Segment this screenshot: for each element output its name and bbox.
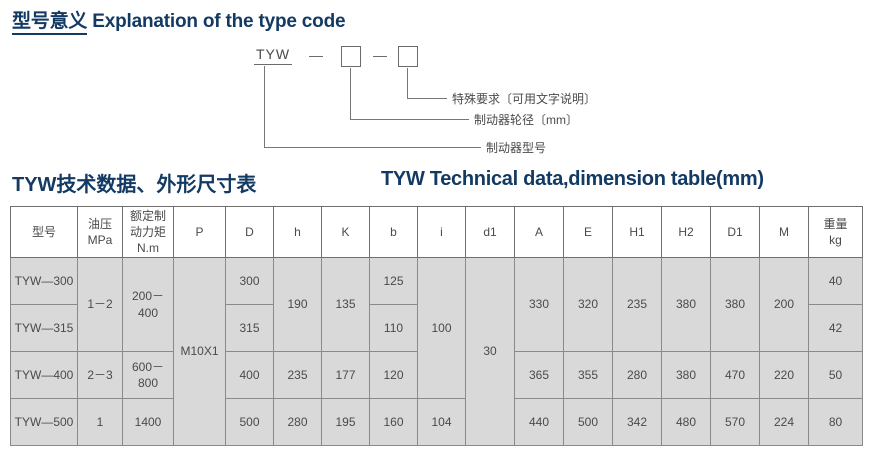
cell-model: TYW—300 bbox=[10, 257, 78, 305]
cell-h1: 235 bbox=[612, 257, 662, 352]
table-row: TYW—315 315 110 42 bbox=[10, 304, 863, 352]
cell-d1: 30 bbox=[465, 257, 515, 446]
cell-weight: 80 bbox=[808, 398, 863, 446]
code-dash-1-icon bbox=[309, 56, 323, 57]
column-header-e: E bbox=[563, 206, 613, 258]
cell-oil-pressure: 1 bbox=[77, 398, 123, 446]
cell-d1-big: 570 bbox=[710, 398, 760, 446]
column-header-h1: H1 bbox=[612, 206, 662, 258]
table-row: TYW—500 1 1400 500 280 195 160 104 440 5… bbox=[10, 398, 863, 446]
column-header-weight: 重量 kg bbox=[808, 206, 863, 258]
cell-weight: 40 bbox=[808, 257, 863, 305]
code-dash-2-icon bbox=[373, 56, 387, 57]
type-code-diagram: TYW 特殊要求〔可用文字说明〕 制动器轮径〔mm〕 制动器型号 bbox=[0, 32, 878, 162]
column-header-h: h bbox=[273, 206, 322, 258]
cell-d: 500 bbox=[225, 398, 274, 446]
table-row: TYW—300 1－2 200－400 M10X1 300 190 135 12… bbox=[10, 257, 863, 446]
column-header-m: M bbox=[759, 206, 809, 258]
cell-b: 160 bbox=[369, 398, 418, 446]
cell-d: 315 bbox=[225, 304, 274, 352]
cell-a: 440 bbox=[514, 398, 564, 446]
cell-model: TYW—315 bbox=[10, 304, 78, 352]
cell-weight: 42 bbox=[808, 304, 863, 352]
type-code-heading-en: Explanation of the type code bbox=[92, 11, 346, 32]
cell-b: 110 bbox=[369, 304, 418, 352]
type-code-heading: 型号意义 Explanation of the type code bbox=[12, 6, 346, 35]
cell-m: 224 bbox=[759, 398, 809, 446]
leader-line-special-horizontal bbox=[407, 98, 447, 99]
leader-line-diameter-horizontal bbox=[350, 119, 469, 120]
cell-h1: 280 bbox=[612, 351, 662, 399]
cell-e: 500 bbox=[563, 398, 613, 446]
cell-h2: 380 bbox=[661, 257, 711, 352]
cell-h: 235 bbox=[273, 351, 322, 399]
cell-m: 200 bbox=[759, 257, 809, 352]
table-row: TYW—400 2－3 600－800 400 235 177 120 365 … bbox=[10, 351, 863, 399]
cell-oil-pressure: 2－3 bbox=[77, 351, 123, 399]
cell-rated-torque: 600－800 bbox=[122, 351, 174, 399]
cell-h2: 380 bbox=[661, 351, 711, 399]
annotation-brake-wheel-diameter: 制动器轮径〔mm〕 bbox=[474, 113, 578, 127]
cell-k: 195 bbox=[321, 398, 370, 446]
column-header-oil-pressure: 油压 MPa bbox=[77, 206, 123, 258]
column-header-b: b bbox=[369, 206, 418, 258]
column-header-d1-big: D1 bbox=[710, 206, 760, 258]
cell-b: 120 bbox=[369, 351, 418, 399]
cell-d1-big: 470 bbox=[710, 351, 760, 399]
code-placeholder-box-2 bbox=[398, 46, 418, 67]
cell-d: 300 bbox=[225, 257, 274, 305]
cell-h: 190 bbox=[273, 257, 322, 352]
cell-b: 125 bbox=[369, 257, 418, 305]
tech-data-heading-en: TYW Technical data,dimension table(mm) bbox=[381, 168, 764, 190]
column-header-k: K bbox=[321, 206, 370, 258]
cell-e: 355 bbox=[563, 351, 613, 399]
cell-i: 104 bbox=[417, 398, 466, 446]
leader-line-special-vertical bbox=[407, 68, 408, 98]
cell-rated-torque: 1400 bbox=[122, 398, 174, 446]
annotation-brake-model: 制动器型号 bbox=[486, 141, 547, 155]
column-header-d1: d1 bbox=[465, 206, 515, 258]
cell-h1: 342 bbox=[612, 398, 662, 446]
type-code-heading-cn: 型号意义 bbox=[12, 11, 87, 35]
cell-d1-big: 380 bbox=[710, 257, 760, 352]
cell-weight: 50 bbox=[808, 351, 863, 399]
cell-m: 220 bbox=[759, 351, 809, 399]
cell-oil-pressure: 1－2 bbox=[77, 257, 123, 352]
leader-line-diameter-vertical bbox=[350, 68, 351, 119]
code-placeholder-box-1 bbox=[341, 46, 361, 67]
column-header-i: i bbox=[417, 206, 466, 258]
cell-rated-torque: 200－400 bbox=[122, 257, 174, 352]
cell-k: 135 bbox=[321, 257, 370, 352]
cell-model: TYW—500 bbox=[10, 398, 78, 446]
cell-h: 280 bbox=[273, 398, 322, 446]
cell-a: 330 bbox=[514, 257, 564, 352]
cell-k: 177 bbox=[321, 351, 370, 399]
column-header-model: 型号 bbox=[10, 206, 78, 258]
column-header-p: P bbox=[173, 206, 226, 258]
column-header-h2: H2 bbox=[661, 206, 711, 258]
cell-a: 365 bbox=[514, 351, 564, 399]
cell-model: TYW—400 bbox=[10, 351, 78, 399]
column-header-rated-torque: 额定制 动力矩 N.m bbox=[122, 206, 174, 258]
column-header-d: D bbox=[225, 206, 274, 258]
annotation-special-requirement: 特殊要求〔可用文字说明〕 bbox=[452, 92, 597, 106]
cell-e: 320 bbox=[563, 257, 613, 352]
cell-h2: 480 bbox=[661, 398, 711, 446]
tech-data-heading-cn: TYW技术数据、外形尺寸表 bbox=[12, 174, 257, 196]
leader-line-model-vertical bbox=[264, 66, 265, 147]
code-prefix-tyw: TYW bbox=[254, 46, 293, 65]
table-header-row: 型号 油压 MPa 额定制 动力矩 N.m P D h K bbox=[10, 206, 863, 258]
cell-p: M10X1 bbox=[173, 257, 226, 446]
leader-line-model-horizontal bbox=[264, 147, 481, 148]
cell-i: 100 bbox=[417, 257, 466, 399]
column-header-a: A bbox=[514, 206, 564, 258]
technical-data-table: 型号 油压 MPa 额定制 动力矩 N.m P D h K bbox=[10, 206, 863, 446]
cell-d: 400 bbox=[225, 351, 274, 399]
